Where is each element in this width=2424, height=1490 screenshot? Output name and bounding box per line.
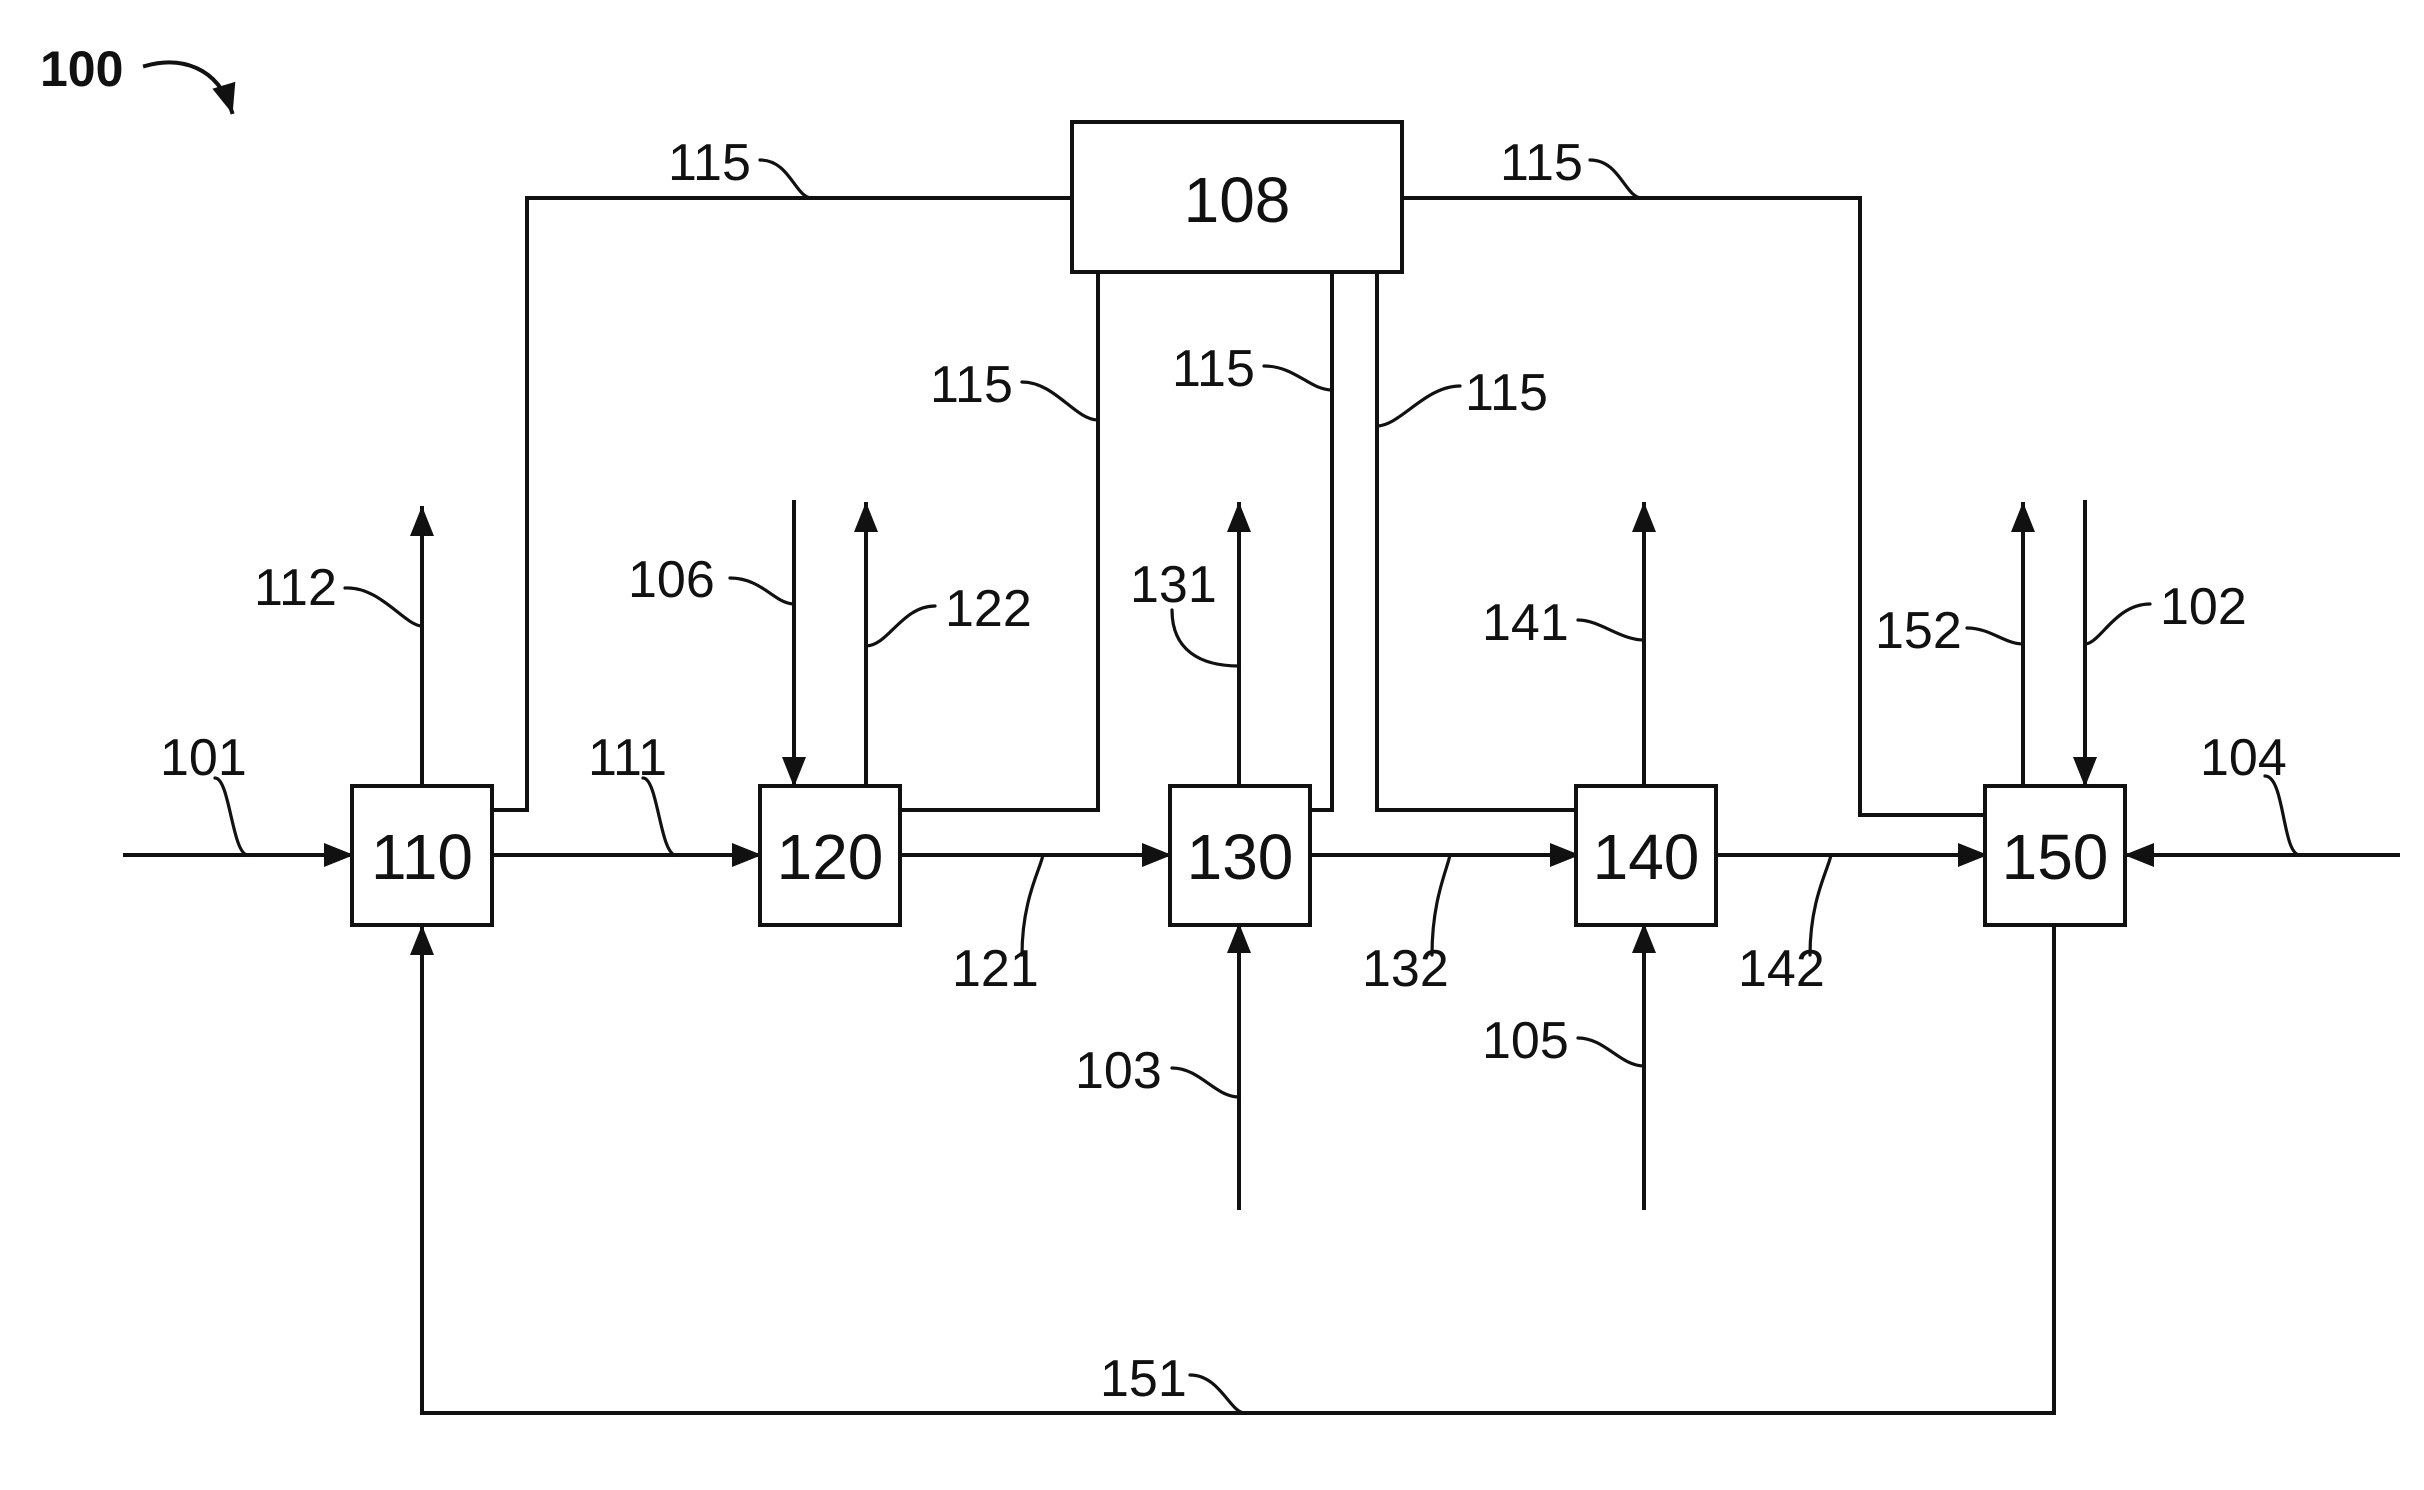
label-112: 112 <box>254 559 337 617</box>
label-102: 102 <box>2160 578 2247 636</box>
leader-112 <box>345 588 422 626</box>
label-101: 101 <box>160 729 247 787</box>
leader-102 <box>2085 604 2150 644</box>
leader-141 <box>1578 620 1644 640</box>
label-122: 122 <box>945 580 1032 638</box>
leader-106 <box>730 578 794 604</box>
label-141: 141 <box>1482 594 1569 652</box>
control-line-to-150 <box>1402 198 1985 815</box>
leader-115-right-top <box>1590 160 1642 198</box>
leader-115-a <box>1022 382 1098 420</box>
leader-122 <box>866 606 935 646</box>
label-132: 132 <box>1362 940 1449 998</box>
label-121: 121 <box>952 940 1039 998</box>
label-131: 131 <box>1130 556 1217 614</box>
label-115-c: 115 <box>1465 364 1548 422</box>
control-line-to-130 <box>1310 272 1332 810</box>
label-115-a: 115 <box>930 356 1013 414</box>
unit-140-label: 140 <box>1593 821 1700 893</box>
label-142: 142 <box>1738 940 1825 998</box>
leader-115-left-top <box>760 160 812 198</box>
leader-105 <box>1578 1038 1644 1066</box>
leader-131 <box>1172 610 1239 666</box>
label-111: 111 <box>588 729 667 787</box>
leader-115-b <box>1264 366 1332 390</box>
label-105: 105 <box>1482 1012 1569 1070</box>
label-115-right-top: 115 <box>1500 134 1583 192</box>
figure-label: 100 <box>40 41 123 97</box>
label-151: 151 <box>1100 1350 1187 1408</box>
leader-151 <box>1190 1375 1245 1413</box>
leader-152 <box>1967 628 2023 644</box>
unit-120-label: 120 <box>777 821 884 893</box>
unit-150-label: 150 <box>2002 821 2109 893</box>
controller-label: 108 <box>1184 164 1291 236</box>
leader-103 <box>1172 1068 1239 1097</box>
leader-111 <box>643 778 676 855</box>
control-line-to-140 <box>1377 272 1576 810</box>
unit-130-label: 130 <box>1187 821 1294 893</box>
label-152: 152 <box>1875 602 1962 660</box>
control-line-to-120 <box>900 272 1098 810</box>
figure-arrow <box>145 62 232 112</box>
leader-115-c <box>1377 386 1460 426</box>
leader-101 <box>215 778 248 855</box>
leader-104 <box>2265 776 2300 855</box>
label-103: 103 <box>1075 1042 1162 1100</box>
label-106: 106 <box>628 551 715 609</box>
label-115-b: 115 <box>1172 340 1255 398</box>
label-104: 104 <box>2200 729 2287 787</box>
label-115-left-top: 115 <box>668 134 751 192</box>
unit-110-label: 110 <box>371 821 473 893</box>
control-line-to-110 <box>492 198 1072 810</box>
